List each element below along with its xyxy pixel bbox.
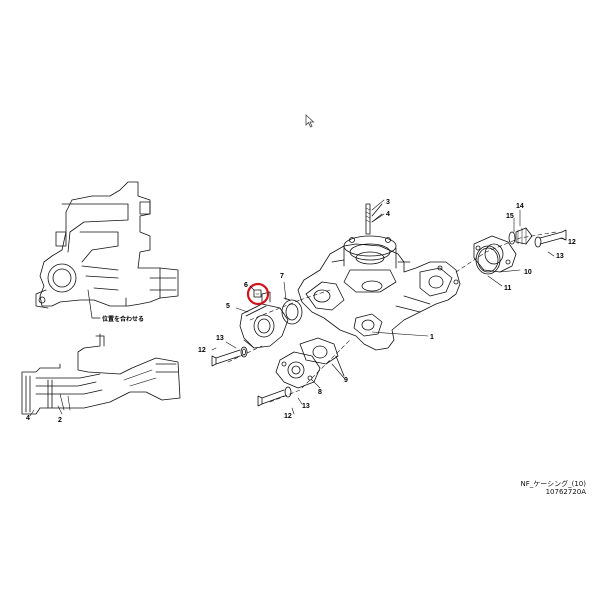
callout-leaders (211, 199, 567, 415)
callout-12-bottom: 12 (284, 413, 292, 420)
o-ring-part-11 (475, 245, 501, 275)
callout-7: 7 (280, 273, 284, 280)
bolt-washer-set-left (211, 346, 248, 367)
plug-part-14-15 (508, 227, 533, 245)
callout-3: 3 (386, 199, 390, 206)
callout-15: 15 (506, 213, 514, 220)
callout-1: 1 (430, 334, 434, 341)
callout-2: 2 (58, 417, 62, 424)
inset-top-casing-view (35, 181, 179, 319)
bolt-washer-set-right (534, 229, 567, 248)
callout-13-bottom: 13 (302, 403, 310, 410)
callout-10: 10 (524, 269, 532, 276)
callout-4-inset: 4 (26, 415, 30, 422)
callout-12-left: 12 (198, 347, 206, 354)
callout-9: 9 (344, 377, 348, 384)
inset-bottom-section-view (21, 333, 181, 417)
figure-caption: NF_ケーシング_(10) (520, 480, 587, 488)
callout-12-right: 12 (568, 239, 576, 246)
alignment-note: 位置を合わせる (102, 315, 144, 323)
highlight-circle (246, 282, 270, 306)
part-6-nut (253, 289, 262, 298)
flange-part-8 (275, 351, 321, 389)
callout-5: 5 (226, 303, 230, 310)
gasket-part-7 (281, 297, 303, 325)
callout-13-left: 13 (216, 335, 224, 342)
callout-numbers: 1 2 3 4 4 5 6 7 8 9 10 11 12 12 12 13 13… (26, 199, 576, 424)
gasket-part-9 (299, 337, 345, 377)
drawing-number: 10762720A (545, 488, 586, 496)
callout-14: 14 (516, 203, 524, 210)
stud-bolt (365, 203, 383, 235)
flange-part-10 (473, 235, 517, 273)
callout-11: 11 (504, 285, 512, 292)
callout-4-stud: 4 (386, 211, 390, 218)
mouse-pointer-icon (305, 114, 315, 128)
main-casing (297, 235, 461, 351)
callout-8: 8 (318, 389, 322, 396)
assembly-center-lines (227, 231, 557, 403)
callout-6: 6 (244, 282, 248, 289)
callout-13-right: 13 (556, 253, 564, 260)
flange-part-5 (239, 291, 289, 349)
bolt-washer-set-bottom (257, 386, 292, 407)
